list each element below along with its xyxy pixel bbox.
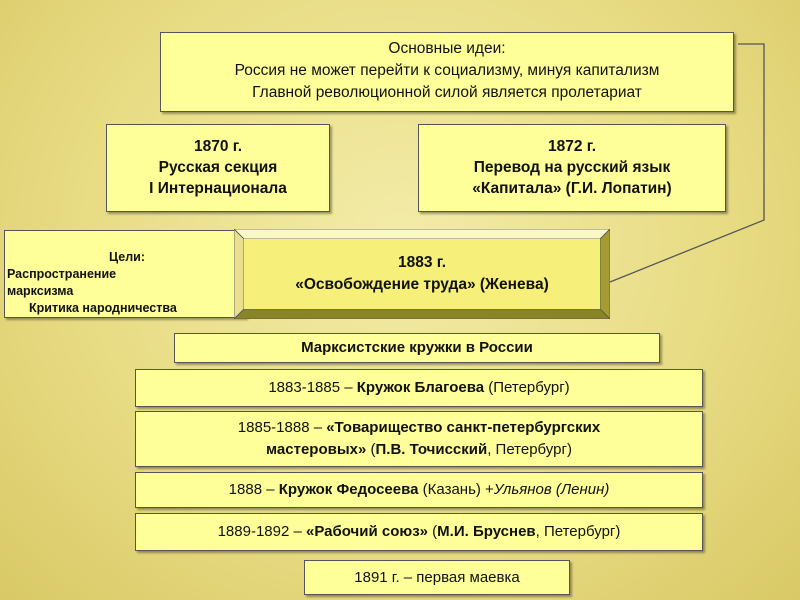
goals-line-3: Критика народничества [29, 301, 177, 315]
event-1883-box: 1883 г. «Освобождение труда» (Женева) [234, 252, 610, 296]
circle-row-blagoev: 1883-1885 – Кружок Благоева (Петербург) [135, 369, 703, 407]
circle-row-brusnev: 1889-1892 – «Рабочий союз» (М.И. Бруснев… [135, 513, 703, 551]
mayday-box: 1891 г. – первая маевка [304, 560, 570, 595]
row-paren: ( [366, 441, 376, 458]
row-paren: ( [428, 523, 438, 540]
event-1870-year: 1870 г. [194, 138, 242, 155]
goals-line-1: Распространение [7, 267, 117, 281]
row-circle-name-2: мастеровых» [266, 441, 367, 458]
goals-title: Цели: [109, 250, 146, 264]
ideas-line-2: Главной революционной силой является про… [252, 84, 642, 101]
ideas-line-1: Россия не может перейти к социализму, ми… [234, 62, 660, 79]
event-1883-bevel [234, 229, 610, 319]
event-1883-name: «Освобождение труда» (Женева) [295, 276, 549, 293]
row-place: (Петербург) [484, 379, 570, 396]
row-person: П.В. Точисский [375, 441, 488, 458]
row-circle-name-1: «Товарищество санкт-петербургских [326, 419, 601, 436]
row-person: М.И. Бруснев [437, 523, 536, 540]
event-1872-line-1: Перевод на русский язык [473, 159, 671, 176]
event-1872-year: 1872 г. [548, 138, 596, 155]
goals-box: Цели: Распространение марксизма Критика … [4, 230, 246, 318]
bevel-top [234, 229, 610, 240]
bevel-bottom [234, 308, 610, 319]
row-note: Ульянов (Ленин) [493, 481, 610, 498]
row-place: , Петербург) [487, 441, 572, 458]
event-1872-box: 1872 г. Перевод на русский язык «Капитал… [418, 124, 726, 212]
row-years: 1885-1888 – [237, 419, 327, 436]
row-circle-name: Кружок Благоева [356, 379, 485, 396]
row-circle-name: «Рабочий союз» [306, 523, 428, 540]
event-1883-year: 1883 г. [398, 254, 446, 271]
ideas-title: Основные идеи: [388, 40, 506, 57]
row-place: , Петербург) [535, 523, 621, 540]
row-place: (Казань) + [418, 481, 494, 498]
row-years: 1888 – [228, 481, 279, 498]
circle-row-fedoseev: 1888 – Кружок Федосеева (Казань) +Ульяно… [135, 472, 703, 508]
event-1870-box: 1870 г. Русская секция I Интернационала [106, 124, 330, 212]
circle-row-tochissky: 1885-1888 – «Товарищество санкт-петербур… [135, 411, 703, 467]
main-ideas-box: Основные идеи: Россия не может перейти к… [160, 32, 734, 112]
event-1870-line-1: Русская секция [158, 159, 278, 176]
bevel-face [244, 239, 600, 309]
event-1870-line-2: I Интернационала [149, 180, 287, 197]
row-circle-name: Кружок Федосеева [278, 481, 419, 498]
row-years: 1889-1892 – [217, 523, 307, 540]
row-years: 1883-1885 – [268, 379, 357, 396]
marxist-circles-header: Марксистские кружки в России [174, 333, 660, 363]
goals-line-2: марксизма [7, 284, 74, 298]
event-1872-line-2: «Капитала» (Г.И. Лопатин) [472, 180, 672, 197]
